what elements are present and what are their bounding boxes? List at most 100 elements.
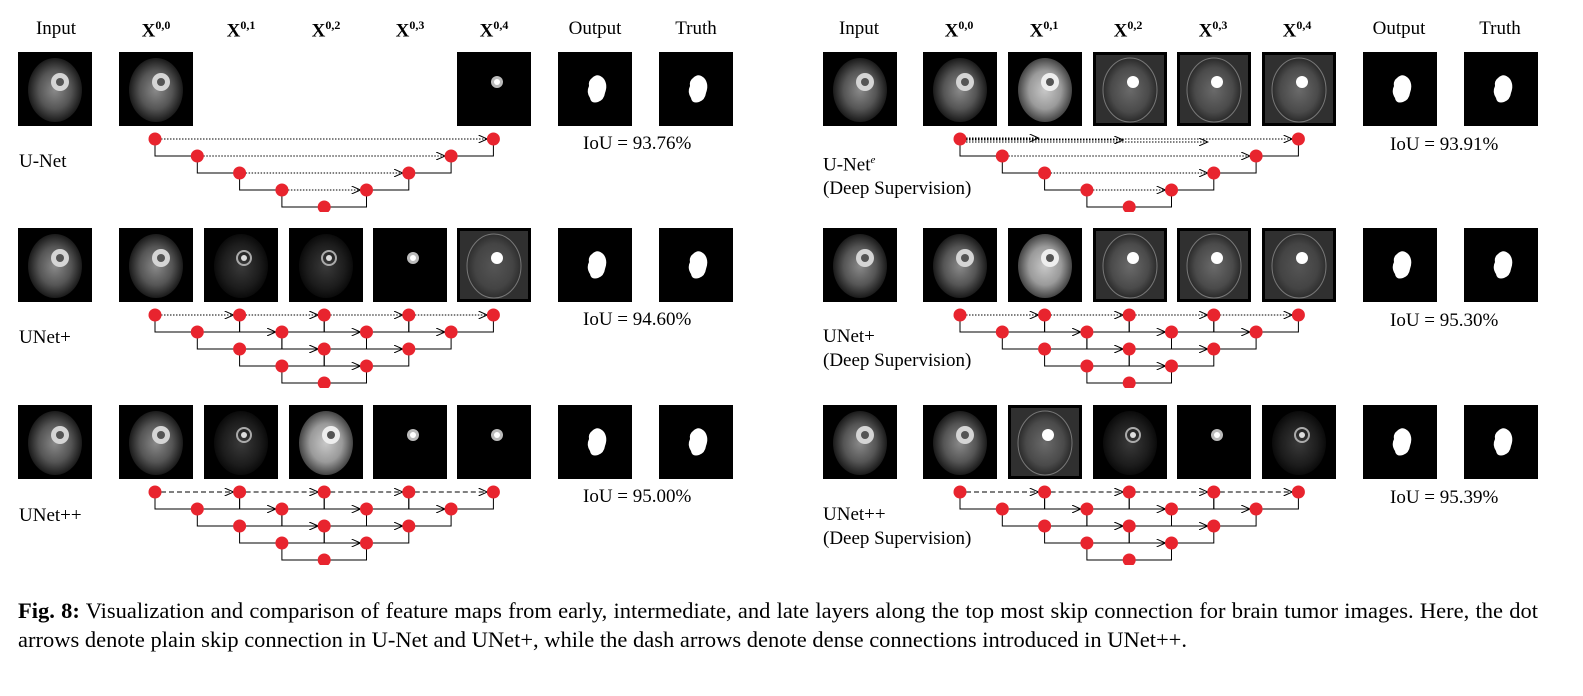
node-x0-4 bbox=[486, 308, 500, 322]
iou-unetplus-ds: IoU = 95.30% bbox=[1390, 310, 1499, 331]
node-x4-0 bbox=[317, 200, 331, 212]
left-row1-x01-image bbox=[204, 228, 278, 302]
left-panel: Input X0,0 X0,1 X0,2 X0,3 X0,4 Output Tr… bbox=[0, 0, 760, 580]
left-row0-x00-image bbox=[119, 52, 193, 126]
node-x3-1 bbox=[1165, 183, 1178, 197]
node-x2-0 bbox=[1038, 166, 1052, 180]
node-x3-1 bbox=[1165, 536, 1178, 550]
right-row2-x02-image bbox=[1093, 405, 1167, 479]
right-row1-x04-image bbox=[1262, 228, 1336, 302]
header-x03: X0,3 bbox=[395, 18, 425, 42]
node-x1-1 bbox=[1080, 502, 1094, 516]
node-x4-0 bbox=[1122, 200, 1136, 212]
header-x01: X0,1 bbox=[1029, 18, 1059, 42]
node-x2-2 bbox=[402, 342, 416, 356]
node-x2-0 bbox=[1038, 519, 1052, 533]
right-unetplus-ds-diagram bbox=[953, 308, 1305, 388]
node-x1-0 bbox=[995, 325, 1009, 339]
left-unet-diagram-edges bbox=[154, 139, 494, 208]
node-x2-0 bbox=[1038, 342, 1052, 356]
header-x00: X0,0 bbox=[944, 18, 974, 42]
row-label-unetplus-ds: UNet+(Deep Supervision) bbox=[823, 326, 972, 371]
caption-label: Fig. 8: bbox=[18, 598, 80, 623]
left-row2-truth-image bbox=[659, 405, 733, 479]
row-label-unet-ds: U-Nete(Deep Supervision) bbox=[823, 154, 972, 200]
row-label-unet: U-Net bbox=[19, 151, 67, 172]
left-row2-x04-image bbox=[457, 405, 531, 479]
iou-unetplus: IoU = 94.60% bbox=[583, 309, 692, 330]
node-x0-1 bbox=[1038, 308, 1052, 322]
node-x0-0 bbox=[148, 485, 162, 499]
left-row0-input-image bbox=[18, 52, 92, 126]
header-x03: X0,3 bbox=[1198, 18, 1228, 42]
node-x4-0 bbox=[317, 553, 331, 565]
node-x0-2 bbox=[1122, 308, 1136, 322]
right-row0-x03-image bbox=[1177, 52, 1251, 126]
node-x0-4 bbox=[1291, 132, 1305, 146]
node-x2-2 bbox=[402, 519, 416, 533]
header-input: Input bbox=[838, 18, 880, 39]
right-row2-input-image bbox=[823, 405, 897, 479]
header-output: Output bbox=[568, 18, 622, 39]
node-x3-1 bbox=[1165, 359, 1178, 373]
right-row2-x00-image bbox=[923, 405, 997, 479]
node-x3-1 bbox=[360, 183, 373, 197]
header-x01: X0,1 bbox=[226, 18, 256, 42]
node-x1-2 bbox=[360, 325, 373, 339]
caption-text: Visualization and comparison of feature … bbox=[18, 598, 1538, 652]
iou-unet: IoU = 93.76% bbox=[583, 133, 692, 154]
node-x3-0 bbox=[275, 359, 289, 373]
header-truth: Truth bbox=[1479, 18, 1521, 39]
node-x3-0 bbox=[1080, 183, 1094, 197]
node-x0-2 bbox=[317, 485, 331, 499]
header-x02: X0,2 bbox=[1113, 18, 1143, 42]
node-x2-1 bbox=[1122, 342, 1136, 356]
node-x1-0 bbox=[190, 325, 204, 339]
row-label-unetplusplus: UNet++ bbox=[19, 505, 82, 526]
right-row1-truth-image bbox=[1464, 228, 1538, 302]
node-x4-0 bbox=[1122, 376, 1136, 388]
node-x4-0 bbox=[1122, 553, 1136, 565]
left-row1-x00-image bbox=[119, 228, 193, 302]
figure-caption: Fig. 8: Visualization and comparison of … bbox=[18, 596, 1538, 654]
left-row0-truth-image bbox=[659, 52, 733, 126]
header-x04: X0,4 bbox=[1282, 18, 1312, 42]
node-x1-0 bbox=[995, 149, 1009, 163]
node-x2-0 bbox=[233, 166, 247, 180]
node-x3-1 bbox=[360, 536, 373, 550]
right-panel: Input X0,0 X0,1 X0,2 X0,3 X0,4 Output Tr… bbox=[800, 0, 1560, 580]
node-x1-3 bbox=[1249, 325, 1263, 339]
left-row1-output-image bbox=[558, 228, 632, 302]
left-row2-x00-image bbox=[119, 405, 193, 479]
right-row1-x01-image bbox=[1008, 228, 1082, 302]
node-x2-1 bbox=[1122, 519, 1136, 533]
node-x0-0 bbox=[953, 308, 967, 322]
node-x2-2 bbox=[1207, 166, 1221, 180]
left-unet-diagram-nodes bbox=[148, 132, 500, 212]
left-row0-x04-image bbox=[457, 52, 531, 126]
left-row2-x03-image bbox=[373, 405, 447, 479]
left-row2-x02-image bbox=[289, 405, 363, 479]
node-x2-1 bbox=[317, 519, 331, 533]
header-x04: X0,4 bbox=[479, 18, 509, 42]
left-row1-x04-image bbox=[457, 228, 531, 302]
node-x1-0 bbox=[190, 149, 204, 163]
header-x02: X0,2 bbox=[311, 18, 341, 42]
left-unetplusplus-diagram bbox=[148, 485, 500, 565]
left-unetplusplus-diagram-nodes bbox=[148, 485, 500, 565]
right-row1-x02-image bbox=[1093, 228, 1167, 302]
node-x3-1 bbox=[360, 359, 373, 373]
left-row1-x02-image bbox=[289, 228, 363, 302]
node-x0-2 bbox=[1122, 485, 1136, 499]
left-row2-output-image bbox=[558, 405, 632, 479]
node-x0-3 bbox=[1207, 308, 1221, 322]
node-x0-1 bbox=[233, 485, 247, 499]
node-x0-1 bbox=[233, 308, 247, 322]
right-row2-output-image bbox=[1363, 405, 1437, 479]
right-unet-ds-diagram bbox=[953, 132, 1305, 212]
node-x2-0 bbox=[233, 519, 247, 533]
node-x1-2 bbox=[360, 502, 373, 516]
node-x3-0 bbox=[275, 536, 289, 550]
right-row0-output-image bbox=[1363, 52, 1437, 126]
header-input: Input bbox=[35, 18, 77, 39]
